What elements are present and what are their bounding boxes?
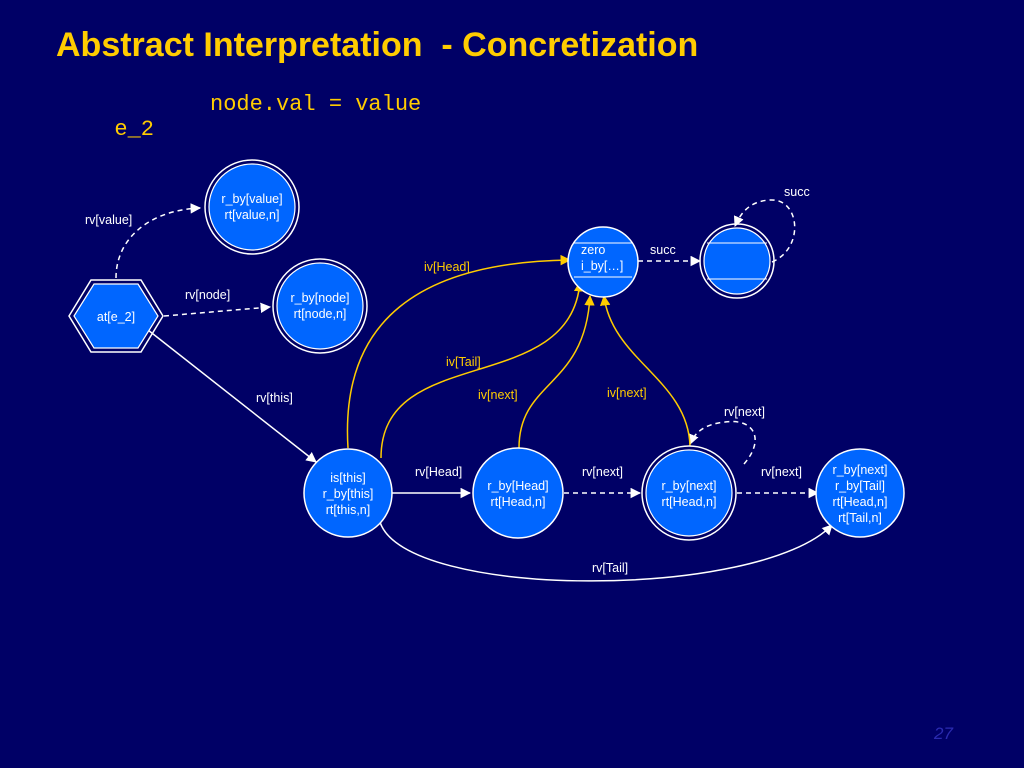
node-tail-line-4: rt[Tail,n]	[838, 511, 882, 525]
node-zero-line-2: i_by[…]	[581, 259, 623, 273]
node-this-line-1: is[this]	[330, 471, 365, 485]
node-at-e2: at[e_2]	[68, 279, 164, 353]
label-iv-tail: iv[Tail]	[446, 355, 481, 369]
node-value-line-1: r_by[value]	[221, 192, 282, 206]
label-succ-2: succ	[784, 185, 810, 199]
node-tail: r_by[next] r_by[Tail] rt[Head,n] rt[Tail…	[815, 448, 905, 538]
node-next-line-1: r_by[next]	[662, 479, 717, 493]
node-this-line-2: r_by[this]	[323, 487, 374, 501]
edge-iv-tail	[380, 280, 585, 459]
node-tail-line-1: r_by[next]	[833, 463, 888, 477]
node-value-line-2: rt[value,n]	[225, 208, 280, 222]
node-node-line-2: rt[node,n]	[294, 307, 347, 321]
slide-title: Abstract Interpretation - Concretization	[56, 26, 699, 64]
node-this: is[this] r_by[this] rt[this,n]	[303, 448, 393, 538]
node-next: r_by[next] rt[Head,n]	[641, 445, 737, 541]
edge-rv-value	[115, 203, 202, 279]
edge-succ-loop	[733, 199, 796, 263]
label-rv-node: rv[node]	[185, 288, 230, 302]
edge-iv-next-2	[599, 294, 691, 447]
label-rv-next-loop: rv[next]	[724, 405, 765, 419]
label-rv-next-1: rv[next]	[582, 465, 623, 479]
subtitle: e_2 node.val = value	[88, 92, 421, 167]
edge-iv-next-1	[518, 294, 595, 449]
node-node-line-1: r_by[node]	[290, 291, 349, 305]
label-iv-next-2: iv[next]	[607, 386, 647, 400]
label-succ-1: succ	[650, 243, 676, 257]
node-zero-line-1: zero	[581, 243, 605, 257]
node-node: r_by[node] rt[node,n]	[272, 258, 368, 354]
node-tail-line-3: rt[Head,n]	[833, 495, 888, 509]
node-this-line-3: rt[this,n]	[326, 503, 370, 517]
node-tail-line-2: r_by[Tail]	[835, 479, 885, 493]
label-rv-head: rv[Head]	[415, 465, 462, 479]
edge-rv-this	[147, 329, 317, 463]
node-next-line-2: rt[Head,n]	[662, 495, 717, 509]
node-succ-summary	[699, 223, 775, 299]
label-rv-this: rv[this]	[256, 391, 293, 405]
node-at-e2-label: at[e_2]	[97, 310, 135, 324]
node-zero: zero i_by[…]	[567, 226, 639, 298]
node-head-line-1: r_by[Head]	[487, 479, 548, 493]
subtitle-label: e_2	[114, 117, 155, 142]
edge-rv-next-loop	[688, 420, 756, 465]
edge-rv-node	[163, 302, 272, 317]
subtitle-code: node.val = value	[210, 92, 422, 117]
label-iv-head: iv[Head]	[424, 260, 470, 274]
label-rv-tail: rv[Tail]	[592, 561, 628, 575]
label-iv-next-1: iv[next]	[478, 388, 518, 402]
node-head: r_by[Head] rt[Head,n]	[472, 447, 564, 539]
node-head-line-2: rt[Head,n]	[491, 495, 546, 509]
node-value: r_by[value] rt[value,n]	[204, 159, 300, 255]
page-number: 27	[934, 724, 953, 743]
label-rv-next-2: rv[next]	[761, 465, 802, 479]
label-rv-value: rv[value]	[85, 213, 132, 227]
edge-iv-head	[346, 254, 572, 449]
edge-rv-tail	[379, 521, 833, 582]
